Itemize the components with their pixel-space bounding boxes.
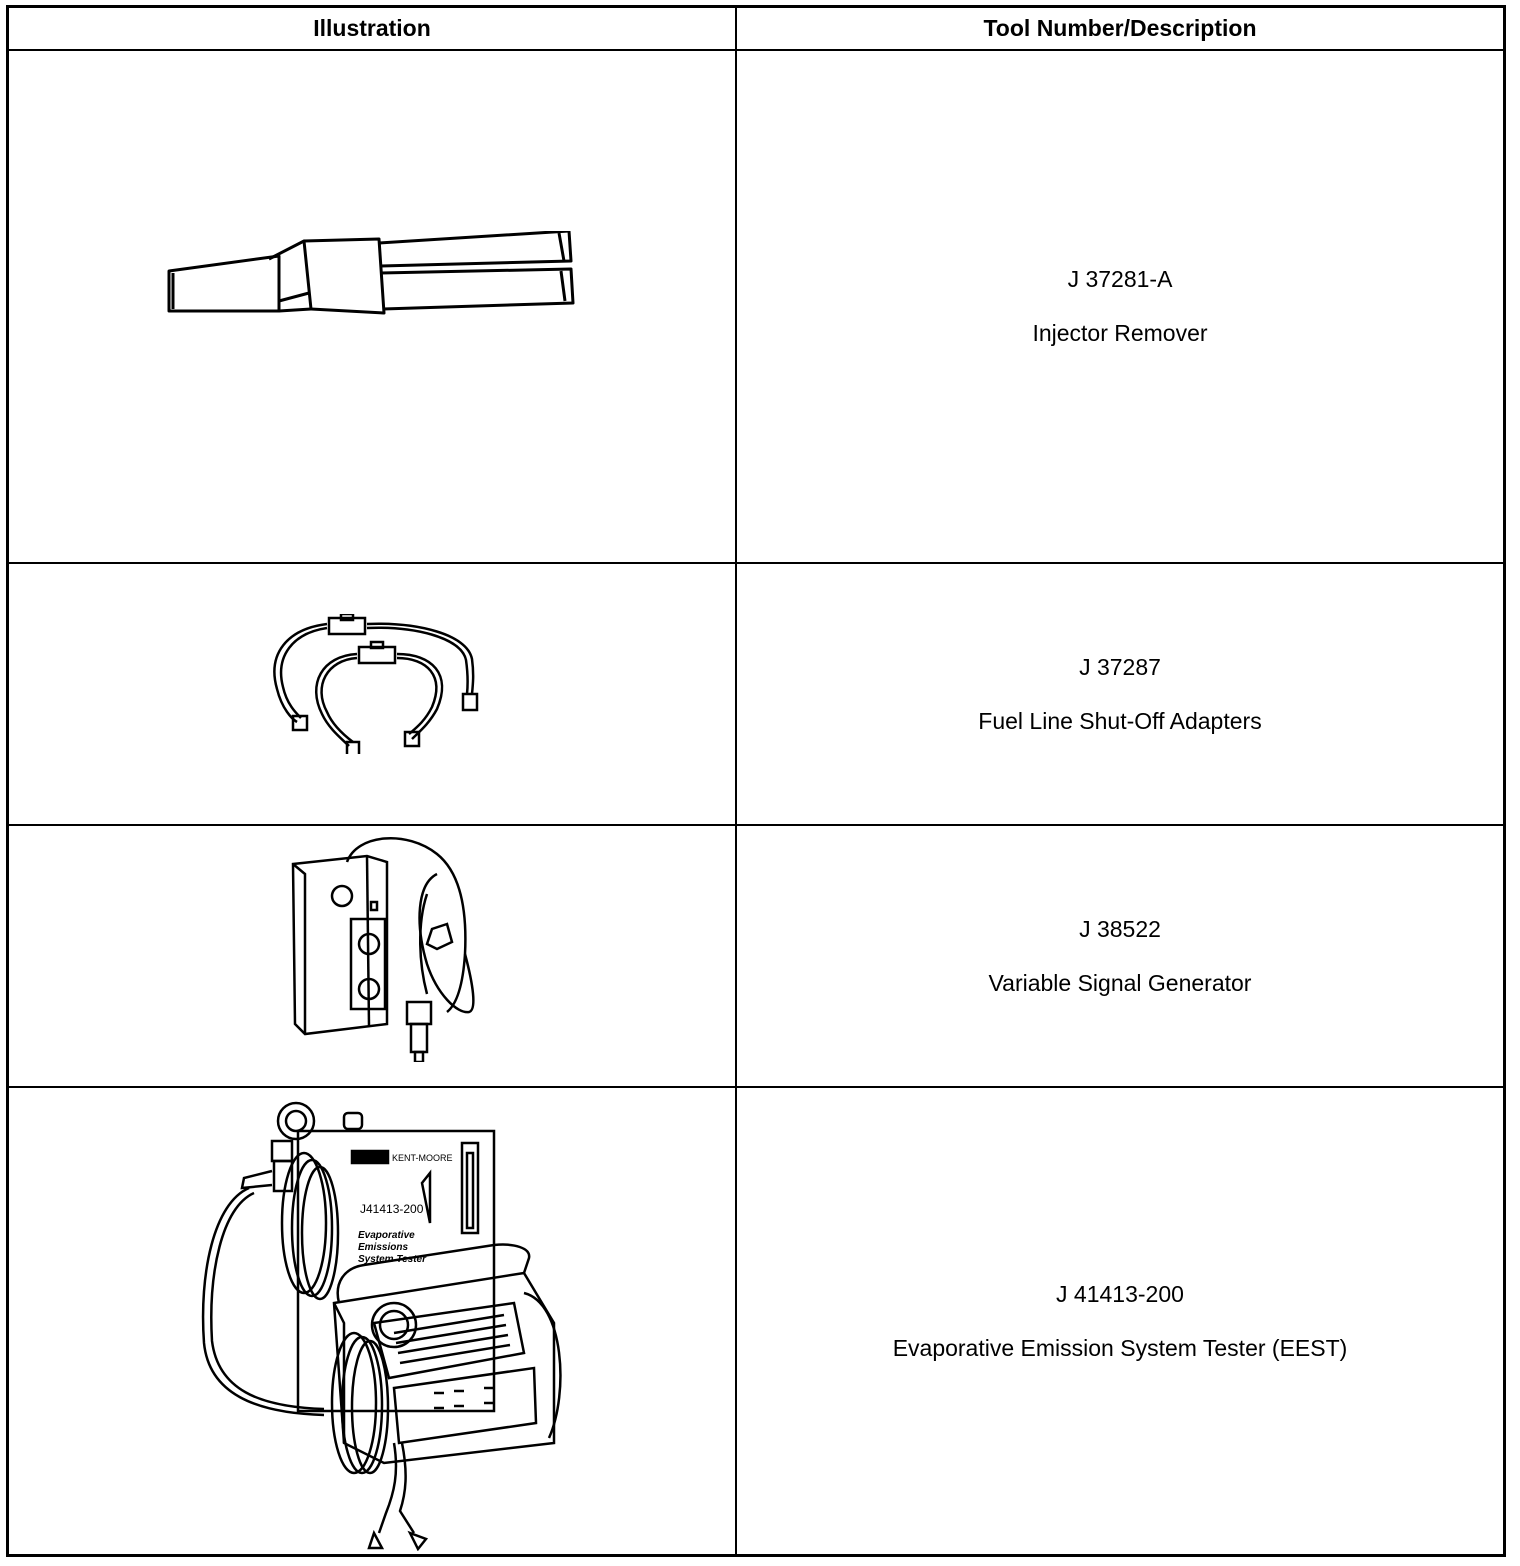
tool-number: J 41413-200 — [1056, 1280, 1184, 1307]
illustration-cell — [9, 51, 737, 562]
tool-number: J 37287 — [1079, 653, 1161, 680]
tool-description: Variable Signal Generator — [988, 969, 1252, 996]
table-row: J 37287 Fuel Line Shut-Off Adapters — [9, 564, 1503, 826]
table-row: KENT-MOORE J41413-200 Evaporative Emissi… — [9, 1088, 1503, 1554]
tool-number: J 38522 — [1079, 915, 1161, 942]
tool-description: Evaporative Emission System Tester (EEST… — [892, 1334, 1348, 1361]
eest-model-text: J41413-200 — [360, 1202, 424, 1216]
illustration-cell: KENT-MOORE J41413-200 Evaporative Emissi… — [9, 1088, 737, 1554]
tool-description-cell: J 38522 Variable Signal Generator — [737, 826, 1503, 1086]
tools-table: Illustration Tool Number/Description J 3… — [6, 5, 1506, 1557]
illustration-cell — [9, 826, 737, 1086]
tool-description-cell: J 37287 Fuel Line Shut-Off Adapters — [737, 564, 1503, 824]
eest-brand-text: KENT-MOORE — [392, 1153, 453, 1163]
injector-remover-icon — [159, 231, 589, 331]
illustration-cell — [9, 564, 737, 824]
tool-description: Injector Remover — [1032, 320, 1208, 346]
header-illustration: Illustration — [9, 8, 737, 49]
eest-label-line1: Evaporative — [358, 1230, 415, 1241]
tool-description-cell: J 37281-A Injector Remover — [737, 51, 1503, 562]
eest-tester-icon: KENT-MOORE J41413-200 Evaporative Emissi… — [194, 1093, 574, 1551]
tool-description: Fuel Line Shut-Off Adapters — [978, 707, 1262, 734]
table-row: J 37281-A Injector Remover — [9, 51, 1503, 564]
eest-label-line2: Emissions — [358, 1242, 408, 1253]
tool-number: J 37281-A — [1067, 266, 1173, 292]
signal-generator-icon — [287, 834, 477, 1062]
tool-description-cell: J 41413-200 Evaporative Emission System … — [737, 1088, 1503, 1554]
fuel-line-adapters-icon — [267, 614, 487, 754]
header-tool-number: Tool Number/Description — [983, 15, 1257, 41]
table-header-row: Illustration Tool Number/Description — [9, 8, 1503, 51]
table-row: J 38522 Variable Signal Generator — [9, 826, 1503, 1088]
